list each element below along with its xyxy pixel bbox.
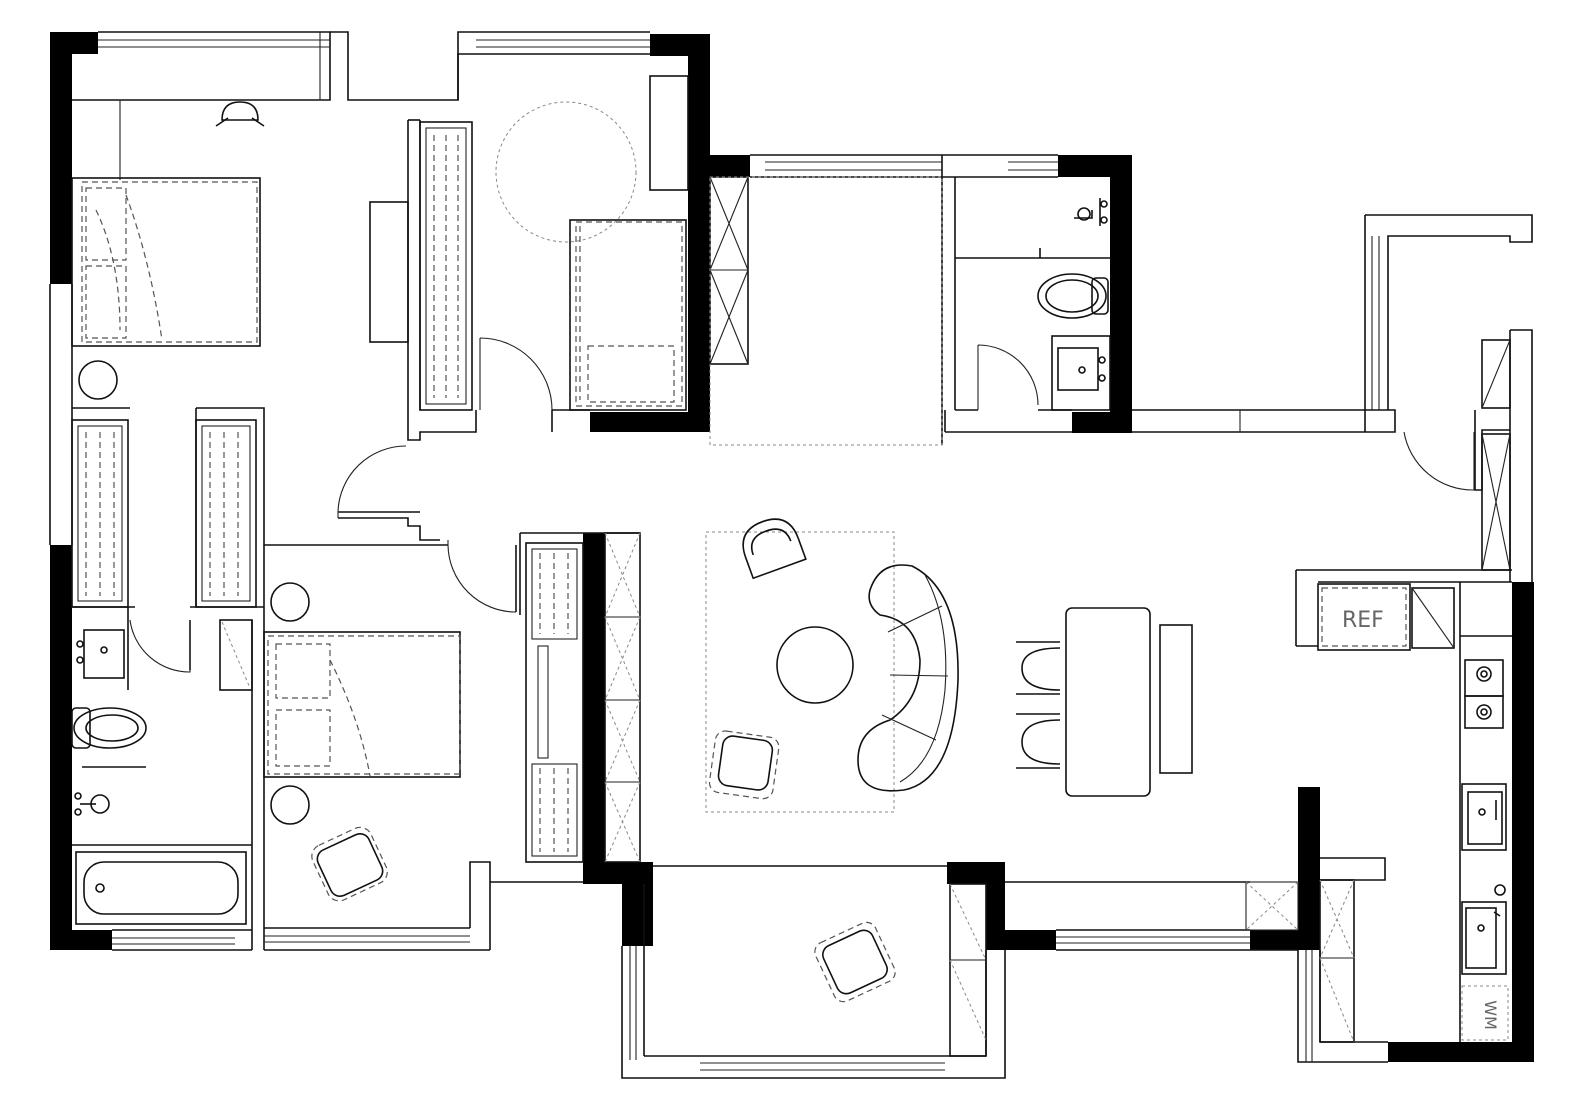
tall-cabinet (1411, 587, 1455, 649)
wall-lamp-icon (215, 101, 265, 127)
dining-chair-icon[interactable] (1016, 713, 1061, 769)
armchair-icon[interactable] (708, 730, 780, 800)
dining-chair-icon[interactable] (1016, 641, 1061, 695)
shower-mixer-icon (1074, 198, 1108, 226)
toilet-icon (1037, 273, 1109, 319)
master-door-swing (337, 445, 407, 518)
refrigerator[interactable]: REF (1317, 583, 1411, 651)
sink-icon (1051, 335, 1111, 411)
bedroom-two (263, 532, 640, 904)
faucet-icon (1494, 884, 1506, 896)
washing-machine[interactable]: WM (1461, 985, 1509, 1041)
gas-hob-icon (1464, 659, 1504, 729)
armchair-icon[interactable] (812, 919, 899, 1005)
cabinet (219, 619, 253, 691)
kitchen-pantry[interactable] (1319, 879, 1355, 1043)
armchair-icon[interactable] (308, 823, 391, 904)
guest-bathroom (977, 198, 1111, 411)
washing-machine-label: WM (1481, 1000, 1500, 1030)
coffee-table[interactable] (776, 626, 854, 704)
nightstand (270, 582, 310, 622)
bedroom-three (479, 75, 689, 432)
curved-sofa-icon[interactable] (857, 564, 959, 792)
lounge-chair-icon[interactable] (736, 512, 807, 580)
display-cabinet[interactable] (604, 532, 641, 863)
bathtub-icon (75, 851, 247, 925)
round-rug (495, 101, 637, 243)
balcony-cabinet[interactable] (949, 883, 987, 1057)
ensuite-door-swing (129, 619, 191, 673)
ensuite-bathroom (71, 619, 253, 925)
bedroom-two-wardrobe[interactable] (519, 532, 640, 863)
single-bed[interactable] (569, 219, 687, 411)
toilet-icon (71, 707, 147, 749)
walk-in-wardrobe[interactable] (71, 419, 257, 608)
basin-mixer-icon (74, 792, 110, 816)
tv-unit (369, 201, 409, 343)
living-room (604, 512, 959, 863)
nightstand (270, 785, 310, 825)
second-sink-icon (1461, 901, 1507, 975)
round-rug (78, 360, 118, 400)
master-bedroom (71, 101, 473, 518)
master-wardrobe[interactable] (419, 121, 473, 411)
structural-walls (50, 32, 1534, 1062)
bedroom-three-door-swing (479, 337, 553, 411)
corridor-closet[interactable] (709, 176, 943, 446)
kitchen: REF WM (1317, 339, 1511, 1043)
guest-bath-door-swing (977, 344, 1039, 410)
bench[interactable] (1159, 624, 1193, 774)
kitchen-sink-icon (1461, 783, 1507, 851)
area-rug (705, 531, 895, 813)
double-bed[interactable] (71, 177, 261, 347)
balcony-cabinet[interactable] (1481, 339, 1511, 571)
double-bed[interactable] (263, 631, 461, 778)
balcony-door-swing (1403, 431, 1475, 491)
dining-area (1016, 607, 1193, 797)
dining-table[interactable] (1065, 607, 1151, 797)
desk (649, 75, 689, 191)
bedroom-two-door-swing (447, 540, 517, 613)
sink-icon (76, 629, 125, 679)
refrigerator-label: REF (1342, 608, 1384, 633)
bay-balcony (812, 883, 987, 1057)
